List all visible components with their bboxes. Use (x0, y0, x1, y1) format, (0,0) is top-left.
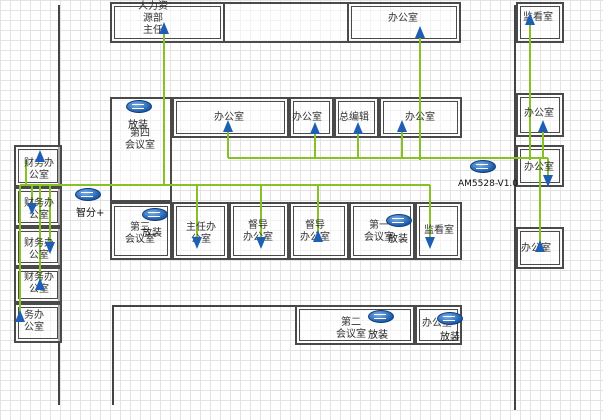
label-general-office: 总编辑 (339, 112, 369, 123)
ap-monitor-2-icon[interactable] (425, 237, 435, 249)
room-conference-2 (295, 305, 415, 345)
ap-office-b-icon[interactable] (310, 122, 320, 134)
ap-office-c-icon[interactable] (397, 120, 407, 132)
ap-supervisor-icon[interactable] (256, 237, 266, 249)
room-monitor-2 (415, 202, 462, 260)
label-conference-4: 第四 会议室 (125, 128, 155, 151)
label-office-bottom: 办公室 (422, 318, 452, 329)
label-finance-office-3: 财务办 公室 (24, 238, 54, 261)
label-office-right-2: 办公室 (524, 162, 554, 173)
room-office-right-1 (516, 93, 564, 137)
label-hr-office: 人力资 源部 主任 (138, 1, 168, 36)
ap-supervisor-2-icon[interactable] (313, 230, 323, 242)
room-conference-1 (349, 202, 415, 260)
switch-icon[interactable] (386, 214, 412, 227)
ap-director-icon[interactable] (192, 237, 202, 249)
ap-office-right-2-icon[interactable] (543, 175, 553, 187)
switch-label: 放装 (368, 330, 388, 341)
ap-office-a-icon[interactable] (223, 120, 233, 132)
room-office-bottom (415, 305, 462, 345)
room-finance-2 (14, 187, 62, 227)
room-hr-office (110, 2, 225, 43)
wall-right (514, 5, 516, 410)
switch-icon[interactable] (437, 312, 463, 325)
label-office-right-1: 办公室 (524, 108, 554, 119)
room-top-gap (225, 2, 347, 43)
room-supervisor-office (229, 202, 289, 260)
ac-switch-icon[interactable] (470, 160, 496, 173)
switch-label: 放装 (142, 228, 162, 239)
ap-monitor-icon[interactable] (525, 13, 535, 25)
label-conference-1: 第一 会议室 (364, 220, 394, 243)
switch-icon[interactable] (126, 100, 152, 113)
ap-finance-3-icon[interactable] (45, 242, 55, 254)
switch-label: 放装 (440, 332, 460, 343)
room-director-office (172, 202, 229, 260)
room-office-top (347, 2, 461, 43)
room-monitor (516, 2, 564, 43)
ap-finance-4-icon[interactable] (35, 278, 45, 290)
wall-bottom-top (112, 305, 302, 307)
ap-hr-icon[interactable] (159, 22, 169, 34)
label-finance-office: 财务办 公室 (24, 158, 54, 181)
ap-finance-1-icon[interactable] (35, 150, 45, 162)
label-office-b: 办公室 (292, 112, 322, 123)
switch-icon[interactable] (368, 310, 394, 323)
ap-finance-2-icon[interactable] (27, 203, 37, 215)
smart-switch-icon[interactable] (75, 188, 101, 201)
room-finance-5 (14, 303, 62, 343)
wall-bottom-left (112, 305, 114, 405)
label-finance-office-5: 务办 公室 (24, 310, 44, 333)
ap-office-right-1-icon[interactable] (538, 120, 548, 132)
ap-office-top-icon[interactable] (415, 26, 425, 38)
ap-office-right-3-icon[interactable] (535, 240, 545, 252)
label-office-a: 办公室 (214, 112, 244, 123)
switch-label: 放装 (388, 234, 408, 245)
label-conference-3: 第三 会议室 (125, 222, 155, 245)
ap-general-office-icon[interactable] (353, 122, 363, 134)
ac-switch-label: AM5528-V1.0 (458, 179, 519, 189)
ap-finance-5-icon[interactable] (15, 310, 25, 322)
switch-label: 放装 (128, 120, 148, 131)
label-office-top: 办公室 (388, 13, 418, 24)
label-monitor-room: 监看室 (523, 12, 553, 23)
label-office-c: 办公室 (405, 112, 435, 123)
switch-icon[interactable] (142, 208, 168, 221)
label-finance-office-2: 财务办 公室 (24, 198, 54, 221)
smart-switch-label: 智分+ (76, 208, 105, 219)
label-monitor-room-2: 监看室 (424, 225, 454, 236)
label-conference-2: 第二 会议室 (336, 317, 366, 340)
